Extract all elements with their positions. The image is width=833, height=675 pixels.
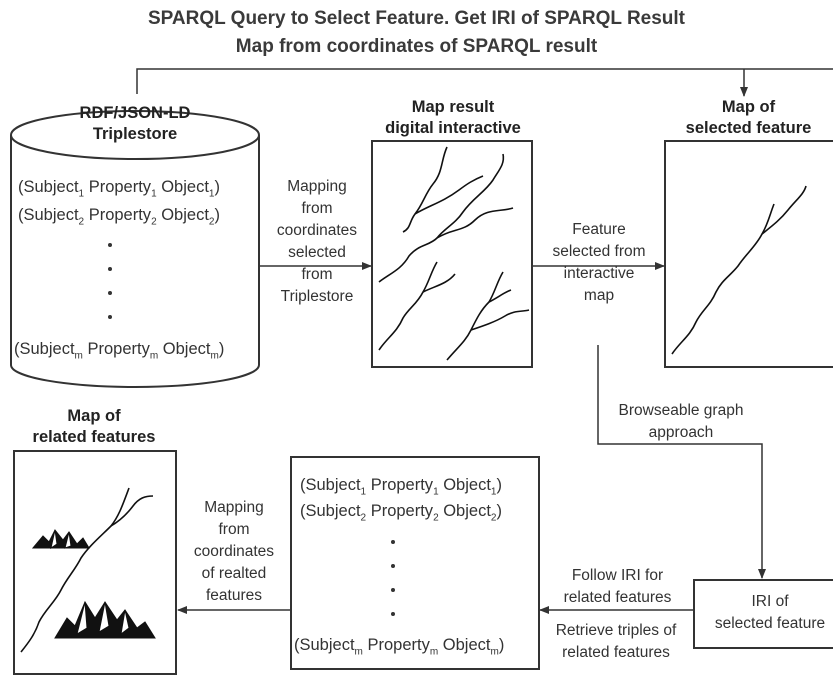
map-result-panel[interactable] — [371, 140, 533, 368]
ellipsis-dot — [391, 540, 395, 544]
retrieve-triples-label: Retrieve triples of related features — [555, 622, 677, 661]
map-selected-panel[interactable] — [664, 140, 833, 368]
iri-box-label: IRI of selected feature — [714, 593, 826, 632]
browseable-graph-label: Browseable graph approach — [618, 402, 744, 441]
top-query-connector — [136, 68, 833, 94]
related-triples-box[interactable] — [290, 456, 540, 670]
triplestore-title: RDF/JSON-LD Triplestore — [79, 104, 191, 143]
ellipsis-dot — [391, 564, 395, 568]
map-related-title: Map of related features — [32, 407, 156, 446]
mapping-from-triplestore-label: Mapping from coordinates selected from T… — [276, 178, 358, 305]
feature-selected-label: Feature selected from interactive map — [552, 221, 646, 304]
map-selected-title: Map of selected feature — [685, 98, 812, 137]
related-triple-2: (Subject2 Property2 Object2) — [300, 502, 502, 524]
diagram-title-line2: Map from coordinates of SPARQL result — [235, 36, 598, 57]
river-network-drawing — [378, 146, 530, 361]
related-triple-m: (Subjectm Propertym Objectm) — [294, 636, 505, 658]
browse-connector — [597, 345, 766, 579]
related-features-drawing — [20, 487, 156, 653]
mountain-range-icon — [31, 529, 90, 550]
mapping-related-label: Mapping from coordinates of realted feat… — [193, 499, 275, 604]
follow-iri-label: Follow IRI for related features — [563, 567, 672, 606]
ellipsis-dot — [108, 267, 112, 271]
selected-river-drawing — [671, 185, 807, 355]
ellipsis-dot — [391, 588, 395, 592]
ellipsis-dot — [108, 243, 112, 247]
mountain-range-icon — [54, 600, 156, 639]
ellipsis-dot — [108, 315, 112, 319]
related-triple-1: (Subject1 Property1 Object1) — [300, 476, 502, 498]
triplestore-triple-2: (Subject2 Property2 Object2) — [18, 206, 220, 228]
ellipsis-dot — [108, 291, 112, 295]
triplestore-triple-m: (Subjectm Propertym Objectm) — [14, 340, 225, 362]
triplestore-triple-1: (Subject1 Property1 Object1) — [18, 178, 220, 200]
ellipsis-dot — [391, 612, 395, 616]
map-result-title: Map result digital interactive — [385, 98, 521, 137]
iri-selected-feature-box[interactable]: IRI of selected feature — [693, 579, 833, 649]
diagram-title-line1: SPARQL Query to Select Feature. Get IRI … — [147, 8, 686, 29]
map-related-panel[interactable] — [13, 450, 177, 675]
